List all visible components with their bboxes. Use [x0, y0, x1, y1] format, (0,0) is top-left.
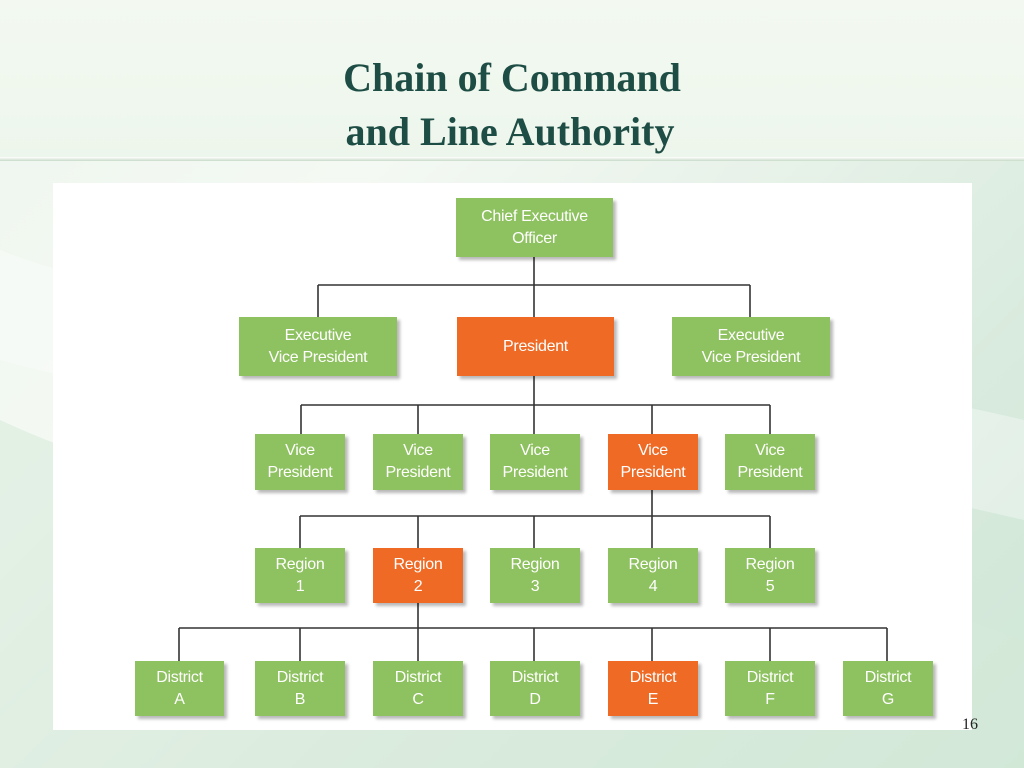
org-node-vice-president: Vice President [490, 434, 580, 490]
org-node-district: District F [725, 661, 815, 716]
org-node-label: Region 2 [393, 555, 443, 595]
org-node-label: District F [746, 668, 794, 708]
org-node-region: Region 5 [725, 548, 815, 603]
header-band [0, 0, 1024, 160]
org-node-label: District A [156, 668, 203, 708]
org-node-executive-vice-president: Executive Vice President [239, 317, 397, 376]
org-node-label: Vice President [620, 442, 686, 481]
org-node-district: District D [490, 661, 580, 716]
org-node-region: Region 4 [608, 548, 698, 603]
org-node-president: President [457, 317, 614, 376]
org-node-label: Executive Vice President [701, 326, 801, 366]
org-node-vice-president: Vice President [255, 434, 345, 490]
org-node-label: Executive Vice President [268, 326, 368, 366]
org-node-label: District C [394, 668, 442, 708]
org-node-district: District C [373, 661, 463, 716]
org-node-label: District D [511, 668, 559, 708]
org-node-label: Region 3 [510, 555, 560, 595]
page-number: 16 [962, 716, 978, 733]
org-node-label: District G [864, 668, 912, 708]
org-node-district: District B [255, 661, 345, 716]
org-node-label: Region 1 [275, 555, 325, 595]
org-node-district: District A [135, 661, 224, 716]
header-divider [0, 157, 1024, 161]
org-node-label: Vice President [737, 442, 803, 481]
org-node-label: District E [629, 668, 677, 708]
org-node-region: Region 3 [490, 548, 580, 603]
org-node-district: District E [608, 661, 698, 716]
org-node-executive-vice-president: Executive Vice President [672, 317, 830, 376]
slide-title-line-1: Chain of Command [343, 55, 681, 100]
org-node-label: Vice President [267, 442, 333, 481]
org-node-district: District G [843, 661, 933, 716]
org-node-label: Vice President [502, 442, 568, 481]
org-node-region: Region 2 [373, 548, 463, 603]
org-node-label: Vice President [385, 442, 451, 481]
org-node-vice-president: Vice President [608, 434, 698, 490]
org-node-label: Region 5 [745, 555, 795, 595]
slide-title-line-2: and Line Authority [345, 109, 675, 154]
org-node-vice-president: Vice President [373, 434, 463, 490]
org-node-vice-president: Vice President [725, 434, 815, 490]
org-node-ceo: Chief Executive Officer [456, 198, 613, 257]
org-node-label: Region 4 [628, 555, 678, 595]
org-node-label: Chief Executive Officer [481, 207, 588, 247]
org-node-label: President [503, 337, 568, 355]
org-node-region: Region 1 [255, 548, 345, 603]
org-node-label: District B [276, 668, 324, 708]
